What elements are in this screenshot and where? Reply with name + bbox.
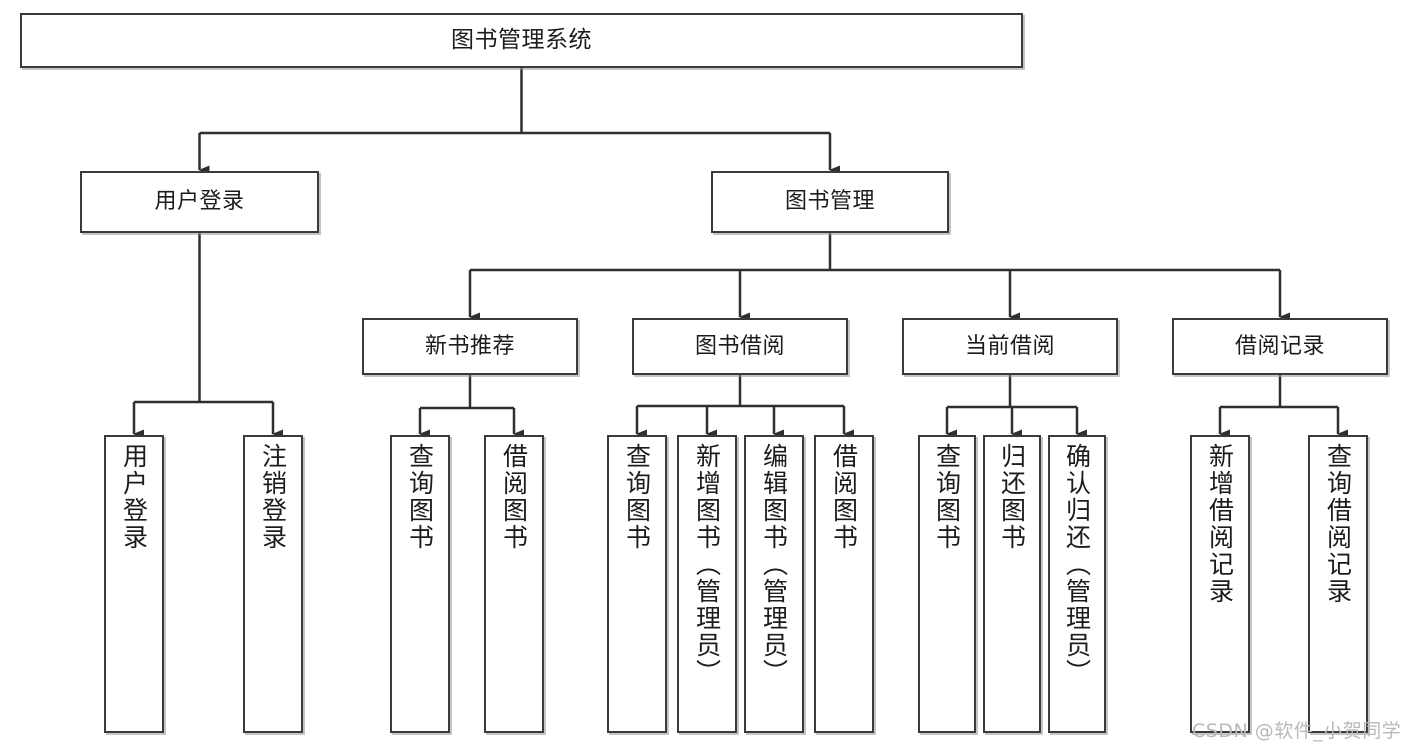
node-label: 确认归还（管理员） bbox=[1062, 443, 1092, 686]
node-label: 新增借阅记录 bbox=[1205, 443, 1235, 605]
node-label: 借阅图书 bbox=[829, 443, 859, 551]
edge-paths bbox=[132, 68, 1348, 439]
node-label: 编辑图书（管理员） bbox=[759, 443, 789, 686]
node-user-login[interactable]: 用户登录 bbox=[80, 171, 319, 233]
node-label: 用户登录 bbox=[154, 189, 245, 215]
node-label: 图书管理 bbox=[784, 189, 875, 215]
node-label: 用户登录 bbox=[119, 443, 149, 551]
node-leaf-return-book[interactable]: 归还图书 bbox=[983, 435, 1041, 733]
csdn-watermark: CSDN @软件_小贺同学 bbox=[1192, 720, 1402, 742]
node-label: 图书管理系统 bbox=[451, 27, 592, 54]
node-label: 图书借阅 bbox=[694, 333, 785, 359]
node-leaf-query-record[interactable]: 查询借阅记录 bbox=[1308, 435, 1368, 733]
node-label: 当前借阅 bbox=[964, 333, 1055, 359]
node-leaf-add-book[interactable]: 新增图书（管理员） bbox=[677, 435, 737, 733]
node-label: 借阅图书 bbox=[499, 443, 529, 551]
node-leaf-query-book-a[interactable]: 查询图书 bbox=[390, 435, 450, 733]
node-leaf-logout[interactable]: 注销登录 bbox=[243, 435, 303, 733]
node-root[interactable]: 图书管理系统 bbox=[20, 13, 1023, 68]
node-label: 查询图书 bbox=[622, 443, 652, 551]
node-label: 借阅记录 bbox=[1234, 333, 1325, 359]
node-new-book-rec[interactable]: 新书推荐 bbox=[362, 318, 578, 375]
node-leaf-user-login[interactable]: 用户登录 bbox=[104, 435, 164, 733]
node-leaf-borrow-book-b[interactable]: 借阅图书 bbox=[814, 435, 874, 733]
node-book-borrow[interactable]: 图书借阅 bbox=[632, 318, 848, 375]
node-label: 归还图书 bbox=[997, 443, 1027, 551]
node-leaf-query-book-c[interactable]: 查询图书 bbox=[918, 435, 976, 733]
node-leaf-query-book-b[interactable]: 查询图书 bbox=[607, 435, 667, 733]
node-leaf-borrow-book-a[interactable]: 借阅图书 bbox=[484, 435, 544, 733]
node-label: 新书推荐 bbox=[424, 333, 515, 359]
node-leaf-add-record[interactable]: 新增借阅记录 bbox=[1190, 435, 1250, 733]
node-leaf-confirm-return[interactable]: 确认归还（管理员） bbox=[1048, 435, 1106, 733]
node-label: 查询图书 bbox=[405, 443, 435, 551]
node-label: 注销登录 bbox=[258, 443, 288, 551]
node-book-manage[interactable]: 图书管理 bbox=[711, 171, 949, 233]
node-borrow-record[interactable]: 借阅记录 bbox=[1172, 318, 1388, 375]
node-current-borrow[interactable]: 当前借阅 bbox=[902, 318, 1118, 375]
node-label: 新增图书（管理员） bbox=[692, 443, 722, 686]
node-label: 查询图书 bbox=[932, 443, 962, 551]
node-label: 查询借阅记录 bbox=[1323, 443, 1353, 605]
node-leaf-edit-book[interactable]: 编辑图书（管理员） bbox=[744, 435, 804, 733]
